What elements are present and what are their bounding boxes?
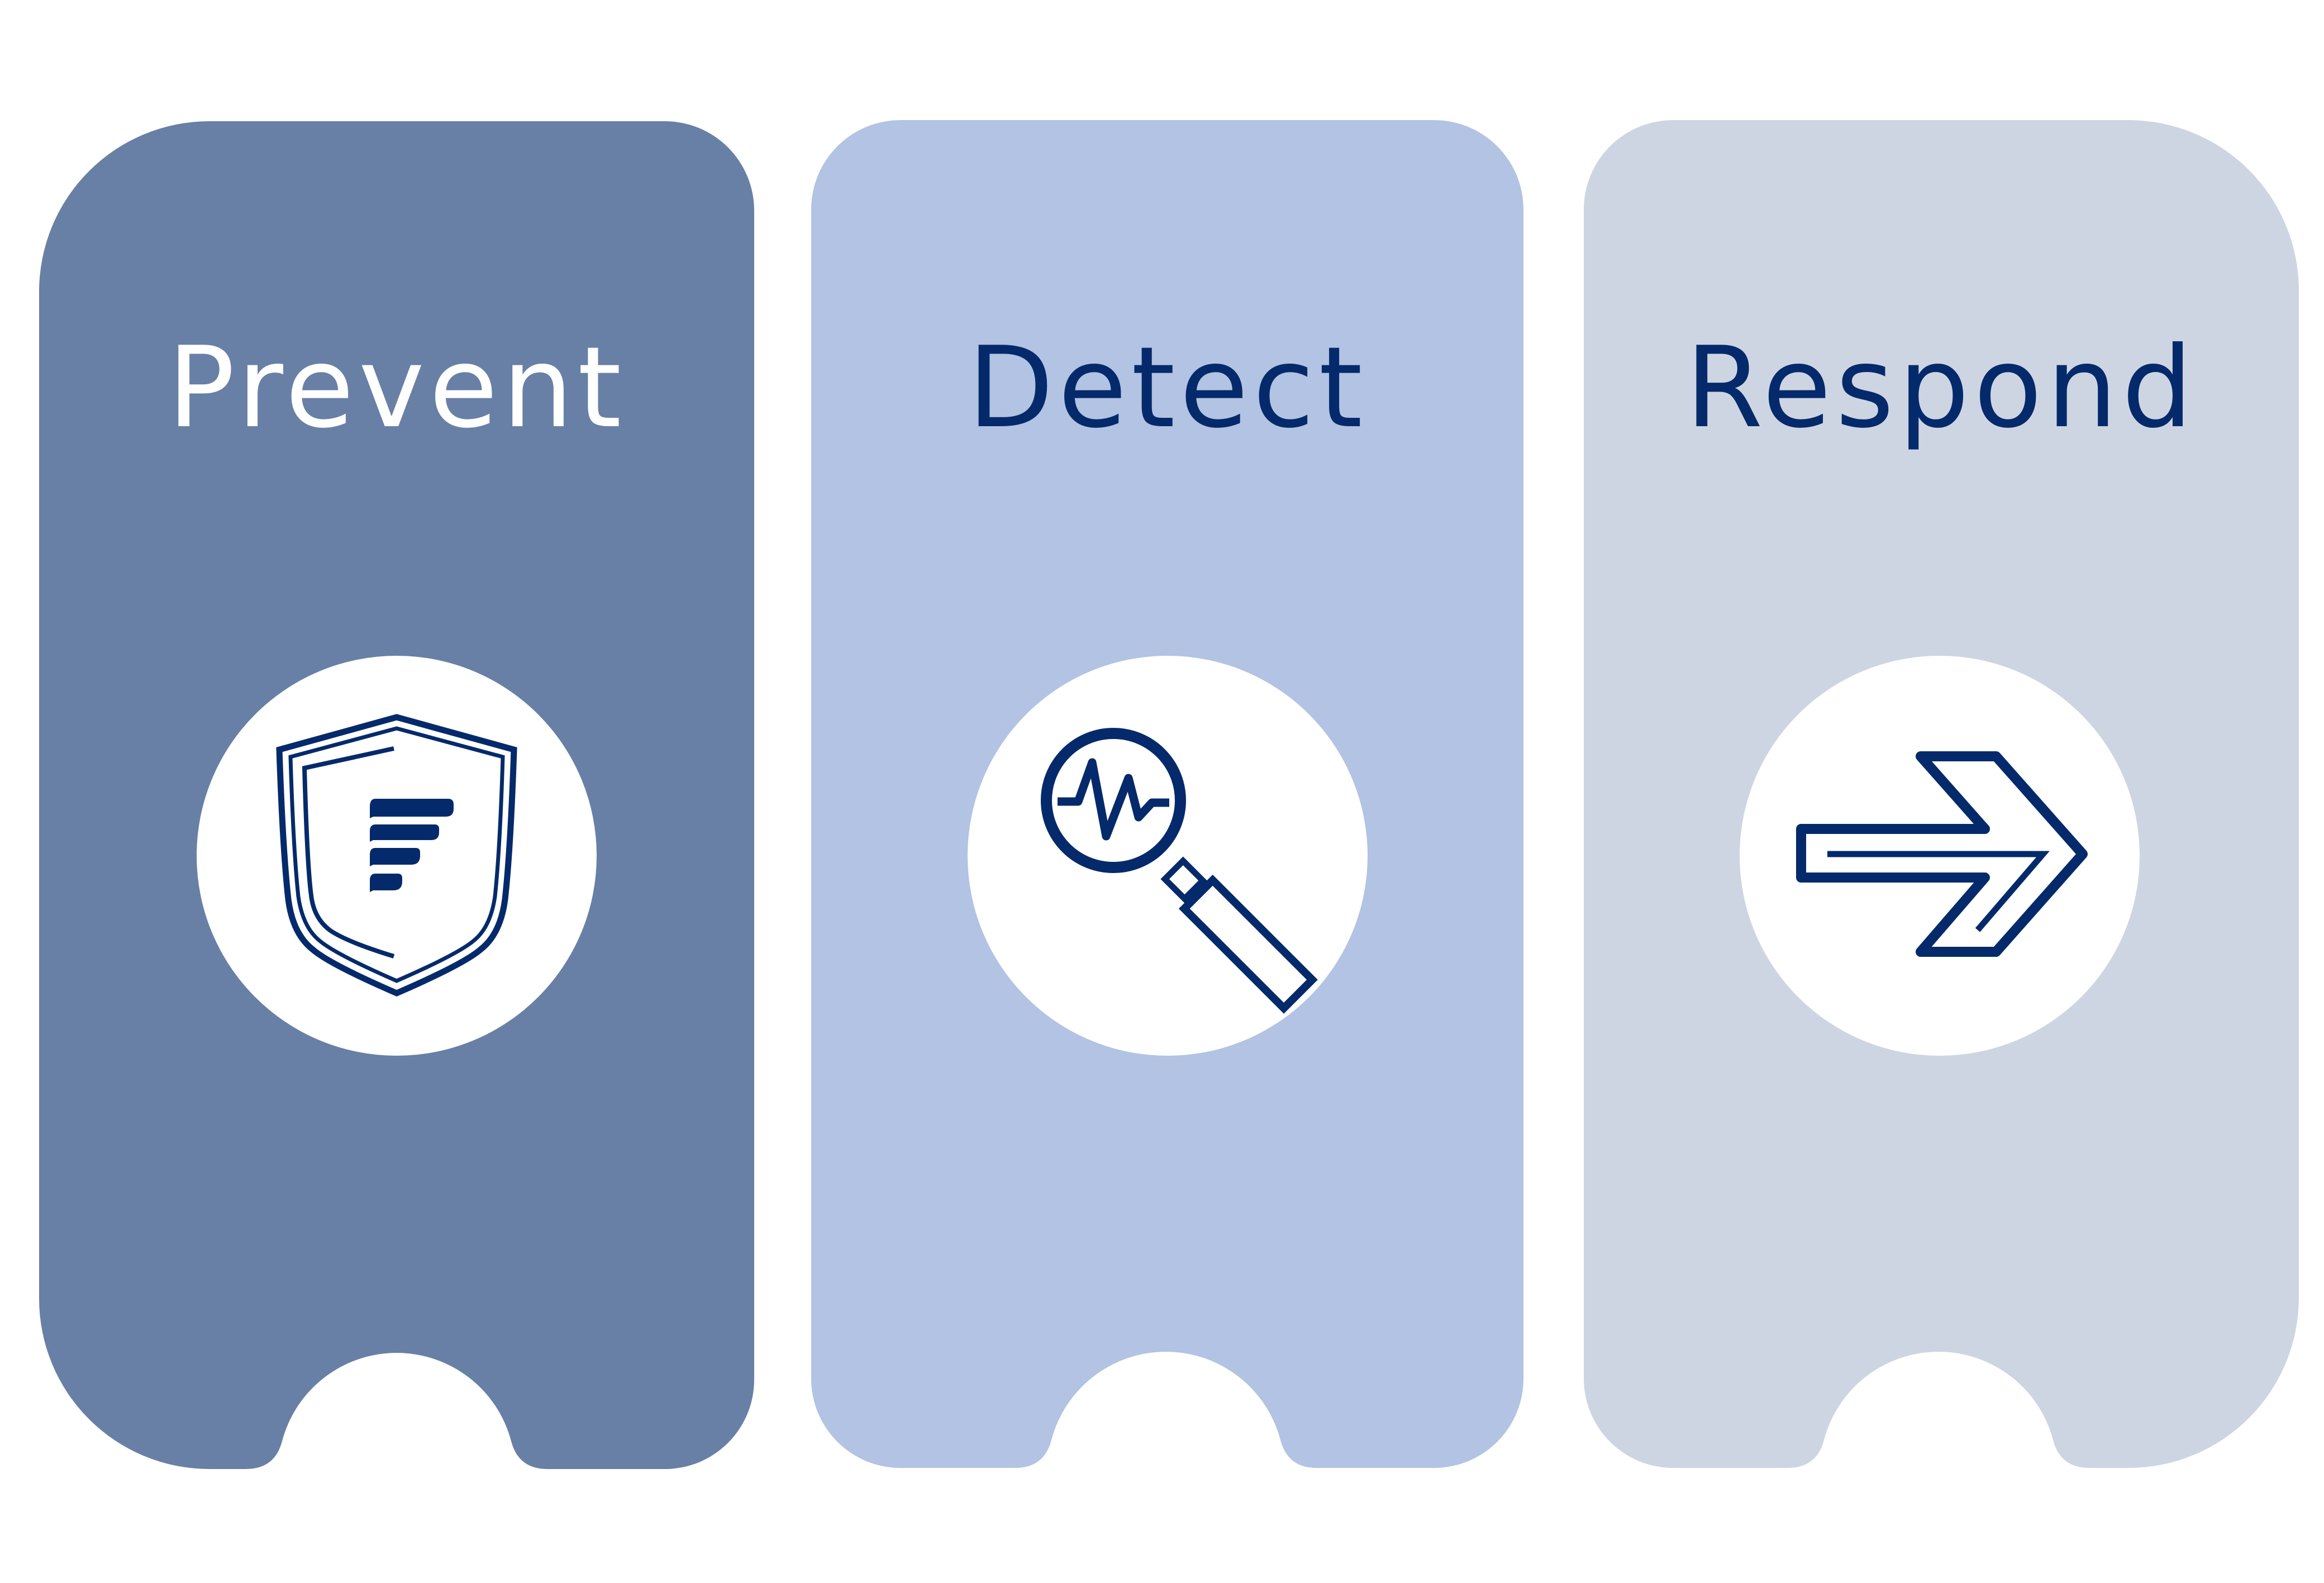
respond-title: Respond <box>1685 323 2198 453</box>
detect-title: Detect <box>968 323 1367 453</box>
respond-card: Respond <box>1584 120 2299 1468</box>
double-arrow-icon <box>1796 751 2088 957</box>
prevent-title: Prevent <box>167 323 626 453</box>
detect-card: Detect <box>811 120 1523 1468</box>
prevent-card: Prevent <box>39 121 754 1469</box>
shield-icon <box>276 714 517 996</box>
magnifier-pulse-icon <box>1041 728 1318 1014</box>
